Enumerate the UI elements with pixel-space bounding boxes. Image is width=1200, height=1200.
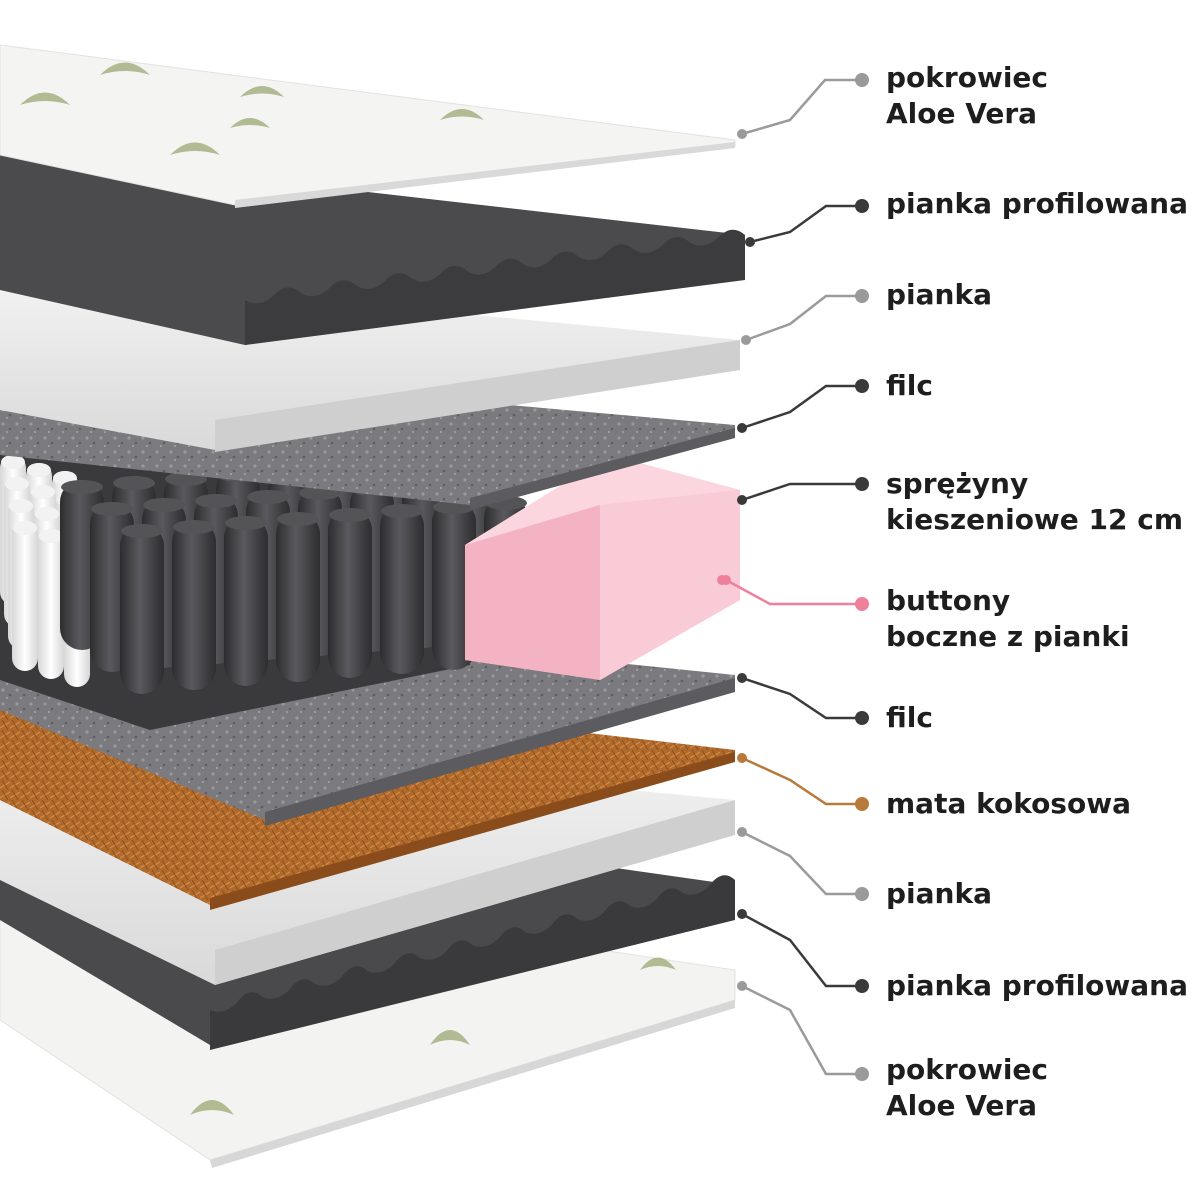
- white-spring: [38, 529, 64, 679]
- leader-dot: [855, 887, 869, 901]
- leader-dot: [737, 909, 747, 919]
- leader-dot: [855, 379, 869, 393]
- side-foam-buttons-block: [465, 455, 740, 680]
- white-spring: [12, 521, 38, 671]
- leader-dot: [855, 797, 869, 811]
- leader-dot: [737, 827, 747, 837]
- leader-dot: [721, 575, 731, 585]
- leader-dot: [855, 289, 869, 303]
- leader-dot: [855, 73, 869, 87]
- cover-top-layer: [0, 44, 736, 208]
- leader-dot: [855, 597, 869, 611]
- pocket-spring: [224, 516, 268, 686]
- leader-dot: [737, 495, 747, 505]
- leader-line: [741, 78, 862, 136]
- pocket-spring: [276, 512, 320, 682]
- leader-line: [741, 912, 862, 988]
- label-profiled-foam-top: pianka profilowana: [886, 187, 1188, 220]
- label-foam-top: pianka: [886, 278, 992, 311]
- leader-line: [725, 578, 862, 606]
- leader-line: [741, 482, 862, 502]
- leader-dot: [737, 673, 747, 683]
- leader-line: [749, 204, 862, 244]
- label-foam-bottom: pianka: [886, 877, 992, 910]
- aloe-leaf-icon: [20, 62, 484, 155]
- pocket-spring: [120, 524, 164, 694]
- leader-line: [741, 384, 862, 430]
- leader-dot: [737, 981, 747, 991]
- label-profiled-foam-bottom: pianka profilowana: [886, 969, 1188, 1002]
- leader-lines: [721, 73, 869, 1081]
- leader-dot: [741, 335, 751, 345]
- pocket-spring: [172, 520, 216, 690]
- leader-dot: [745, 237, 755, 247]
- leader-line: [745, 294, 862, 342]
- leader-line: [741, 756, 862, 806]
- leader-line: [741, 676, 862, 720]
- label-felt-top: filc: [886, 369, 933, 402]
- aloe-leaf-icon: [190, 957, 676, 1115]
- pocket-spring: [328, 508, 372, 678]
- label-felt-bottom: filc: [886, 701, 933, 734]
- label-coconut-mat: mata kokosowa: [886, 787, 1131, 820]
- leader-dot: [855, 711, 869, 725]
- leader-dot: [737, 423, 747, 433]
- leader-dot: [855, 1067, 869, 1081]
- leader-dot: [855, 477, 869, 491]
- leader-line: [741, 984, 862, 1076]
- leader-line: [741, 830, 862, 896]
- leader-dot: [855, 979, 869, 993]
- profiled-foam-top-layer: [0, 150, 746, 345]
- leader-dot: [855, 199, 869, 213]
- pocket-spring: [380, 504, 424, 674]
- leader-dot: [737, 753, 747, 763]
- leader-dot: [737, 129, 747, 139]
